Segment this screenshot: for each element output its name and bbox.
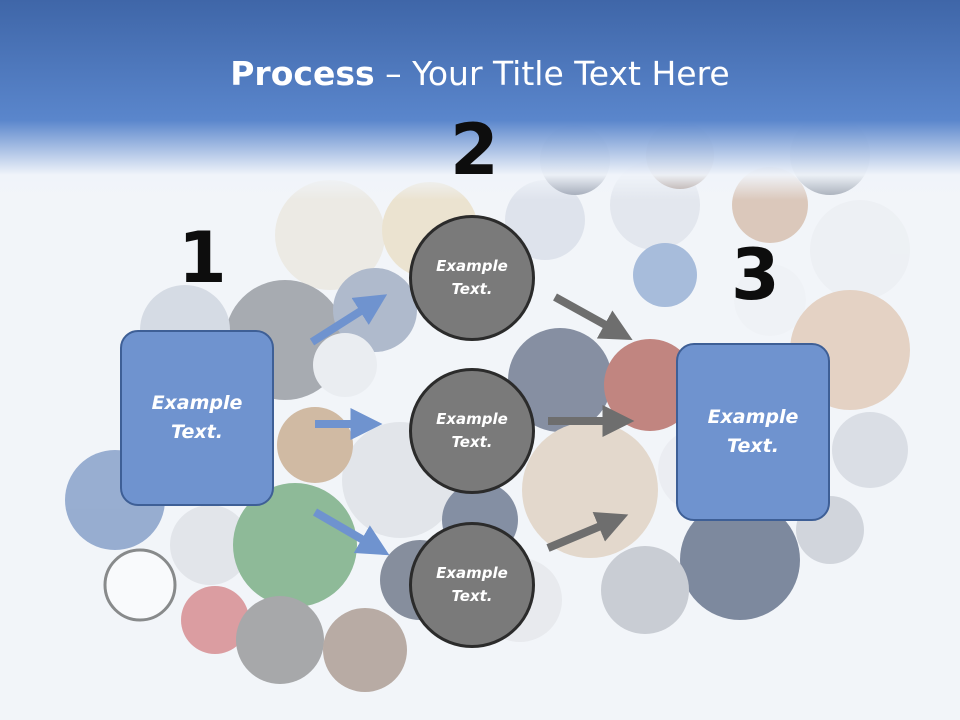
circle-top-text: Example Text.: [436, 257, 508, 298]
left-box[interactable]: Example Text.: [120, 330, 274, 506]
arrow-bottom-to-right: [546, 512, 629, 552]
title-rest: – Your Title Text Here: [374, 54, 730, 93]
circle-middle[interactable]: Example Text.: [409, 368, 535, 494]
arrow-top-to-right: [553, 293, 633, 340]
circle-top[interactable]: Example Text.: [409, 215, 535, 341]
left-box-text: Example Text.: [151, 392, 243, 443]
step-number-1: 1: [178, 217, 227, 299]
title-strong: Process: [230, 54, 375, 93]
slide-title: Process – Your Title Text Here: [0, 52, 960, 96]
arrow-left-to-bottom: [312, 508, 390, 556]
circle-middle-text: Example Text.: [436, 410, 508, 451]
step-number-2: 2: [450, 109, 499, 191]
arrow-left-to-top: [309, 294, 388, 346]
header-band: [0, 0, 960, 200]
right-box[interactable]: Example Text.: [676, 343, 830, 521]
step-number-3: 3: [731, 234, 780, 316]
circle-bottom-text: Example Text.: [436, 564, 508, 605]
circle-bottom[interactable]: Example Text.: [409, 522, 535, 648]
right-box-text: Example Text.: [707, 406, 799, 457]
